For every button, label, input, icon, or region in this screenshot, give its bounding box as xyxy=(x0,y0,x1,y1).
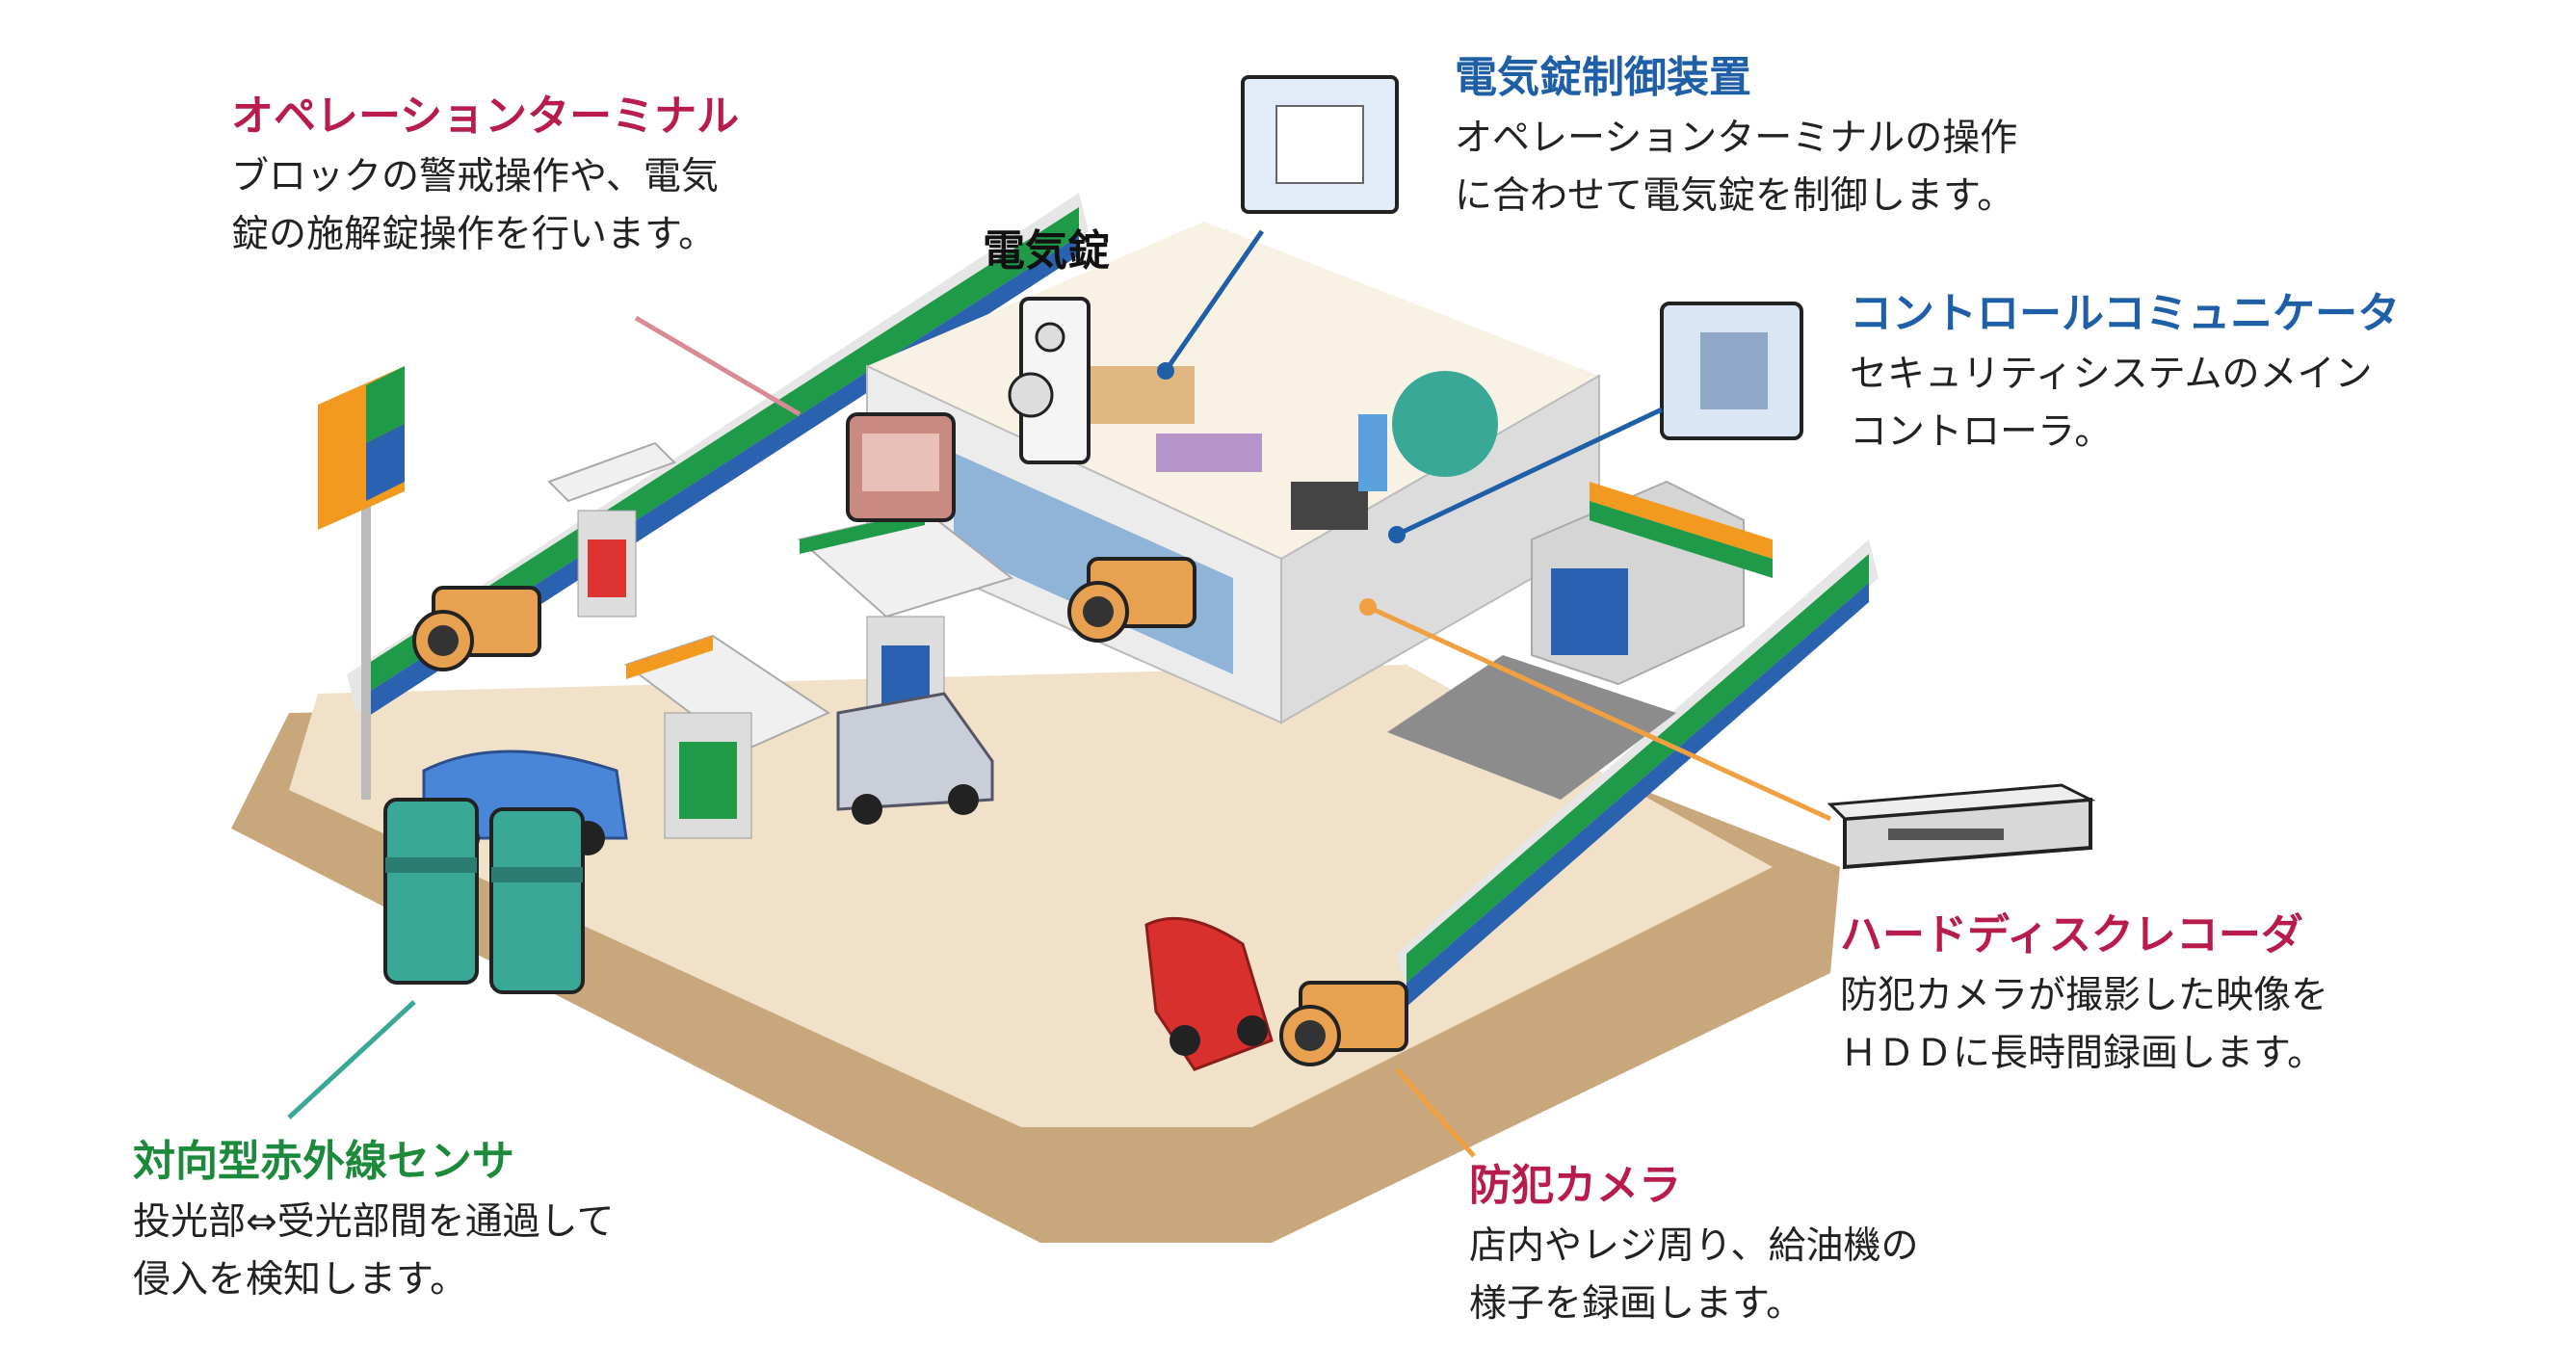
sign-board-green xyxy=(366,366,405,443)
back-wall-stripe-green xyxy=(366,207,1079,694)
infrared-sensor-icon xyxy=(383,798,585,994)
leader-recorder xyxy=(1366,604,1832,822)
right-wall-stripe-blue xyxy=(1406,583,1869,1007)
label-electric-lock: 電気錠 xyxy=(983,226,1110,277)
recorder-title: ハードディスクレコーダ xyxy=(1840,910,2303,960)
leader-communicator xyxy=(1395,407,1664,538)
sign-board-blue xyxy=(366,424,405,501)
sign-pole xyxy=(361,434,371,800)
sensor-desc: 投光部⇔受光部間を通過して 侵入を検知します。 xyxy=(133,1199,615,1302)
label-hard-disk-recorder: ハードディスクレコーダ 防犯カメラが撮影した映像を ＨＤＤに長時間録画します。 xyxy=(1840,910,2328,1084)
electric-lock-icon xyxy=(1008,297,1091,464)
leader-communicator-dot xyxy=(1388,526,1406,543)
communicator-desc: セキュリティシステムのメイン コントローラ。 xyxy=(1850,352,2373,455)
recorder-icon xyxy=(1827,783,2096,870)
camera-title: 防犯カメラ xyxy=(1469,1161,1681,1210)
grey-van xyxy=(836,692,994,825)
camera-icon-1 xyxy=(412,586,541,671)
label-infrared-sensor: 対向型赤外線センサ 投光部⇔受光部間を通過して 侵入を検知します。 xyxy=(133,1137,615,1310)
car-wash-roof-stripe2 xyxy=(1590,501,1773,578)
car-wash-roof-stripe xyxy=(1590,482,1773,559)
communicator-icon xyxy=(1660,302,1803,440)
operation-terminal-desc: ブロックの警戒操作や、電気 錠の施解錠操作を行います。 xyxy=(231,154,719,257)
label-operation-terminal: オペレーションターミナル ブロックの警戒操作や、電気 錠の施解錠操作を行います。 xyxy=(231,92,739,265)
gravel-area xyxy=(1387,655,1676,800)
right-wall-stripe-green xyxy=(1406,554,1869,983)
camera-icon-3 xyxy=(1279,981,1408,1066)
car-wash-door xyxy=(1551,568,1628,655)
red-car xyxy=(1144,916,1274,1071)
sensor-title: 対向型赤外線センサ xyxy=(133,1137,514,1186)
camera-desc: 店内やレジ周り、給油機の 様子を録画します。 xyxy=(1469,1223,1919,1327)
electric-lock-title: 電気錠 xyxy=(983,226,1110,276)
camera-icon-2 xyxy=(1067,557,1196,643)
communicator-title: コントロールコミュニケータ xyxy=(1850,289,2401,338)
leader-sensor xyxy=(287,1000,416,1119)
lock-controller-icon xyxy=(1241,75,1399,214)
operation-terminal-icon xyxy=(846,412,956,522)
label-electric-lock-controller: 電気錠制御装置 オペレーションターミナルの操作 に合わせて電気錠を制御します。 xyxy=(1455,53,2017,226)
leader-operation-terminal xyxy=(634,315,802,417)
operation-terminal-title: オペレーションターミナル xyxy=(231,92,740,141)
leader-recorder-dot xyxy=(1359,598,1377,616)
label-security-camera: 防犯カメラ 店内やレジ周り、給油機の 様子を録画します。 xyxy=(1469,1161,1918,1334)
fuel-canopy-1 xyxy=(547,441,676,618)
store-interior xyxy=(1089,366,1498,530)
lock-controller-title: 電気錠制御装置 xyxy=(1455,53,1751,102)
recorder-desc: 防犯カメラが撮影した映像を ＨＤＤに長時間録画します。 xyxy=(1840,973,2329,1076)
label-control-communicator: コントロールコミュニケータ セキュリティシステムのメイン コントローラ。 xyxy=(1850,289,2400,462)
lock-controller-desc: オペレーションターミナルの操作 に合わせて電気錠を制御します。 xyxy=(1455,116,2018,219)
leader-lock-controller-dot xyxy=(1157,362,1174,380)
fuel-canopy-3 xyxy=(623,634,831,839)
leader-camera xyxy=(1395,1067,1476,1158)
leader-lock-controller xyxy=(1163,229,1265,373)
